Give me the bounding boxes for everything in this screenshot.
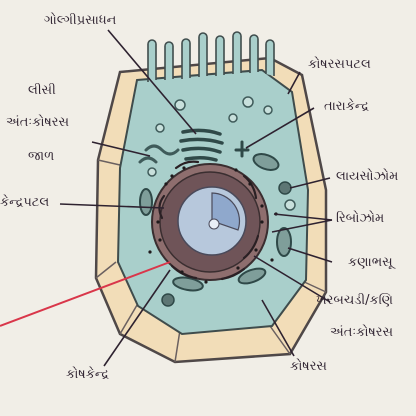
ribosomes	[148, 166, 278, 284]
label-cytoplasm: કોષરસ	[290, 359, 327, 374]
golgi-apparatus	[179, 128, 224, 162]
leader-smooth-er	[91, 141, 151, 157]
label-cell-membrane: કોષરસપટલ	[308, 57, 371, 72]
label-smooth-er-line1: લીસી	[28, 83, 56, 98]
label-lysosome: લાયસોઝોમ	[336, 169, 399, 184]
mitochondria	[139, 153, 292, 292]
label-golgi: ગોલ્ગીપ્રસાધન	[44, 13, 117, 28]
nucleolus	[211, 192, 241, 231]
label-ribosome: રિબોઝોમ	[336, 211, 385, 226]
lysosomes	[161, 181, 292, 307]
leader-golgi	[107, 29, 197, 135]
leader-nucleus	[103, 269, 171, 367]
leader-centrosome	[245, 107, 315, 149]
leader-lines	[59, 29, 333, 367]
label-centrosome: તારાકેન્દ્ર	[324, 99, 370, 114]
smooth-er	[138, 144, 180, 164]
wall-segments	[95, 159, 327, 363]
label-smooth-er-line2: અંતઃકોષરસ	[6, 115, 70, 130]
label-nuclear-membrane: કેન્દ્રપટલ	[0, 195, 50, 210]
label-nucleus: કોષકેન્દ્ર	[66, 367, 110, 382]
label-rough-er-line2: અંતઃકોષરસ	[330, 325, 394, 340]
label-smooth-er-line3: જાળ	[28, 149, 55, 164]
rough-er	[158, 160, 260, 281]
label-mitochondria: કણાભસૂ	[348, 255, 393, 270]
label-rough-er: ખરબચડી/કણિ	[316, 293, 393, 308]
leader-ribosome-2	[271, 219, 333, 233]
leader-cell-membrane	[287, 71, 301, 95]
leader-ribosome	[273, 213, 333, 221]
centrosome	[234, 140, 250, 158]
leader-rough-er	[253, 255, 331, 303]
vesicles	[147, 96, 296, 211]
leader-cytoplasm	[261, 299, 295, 357]
leader-mitochondria	[287, 247, 333, 263]
leader-lysosome	[289, 177, 331, 189]
microvilli	[147, 31, 275, 82]
leader-nuclear-membrane	[59, 203, 165, 209]
red-pointer	[0, 261, 171, 327]
